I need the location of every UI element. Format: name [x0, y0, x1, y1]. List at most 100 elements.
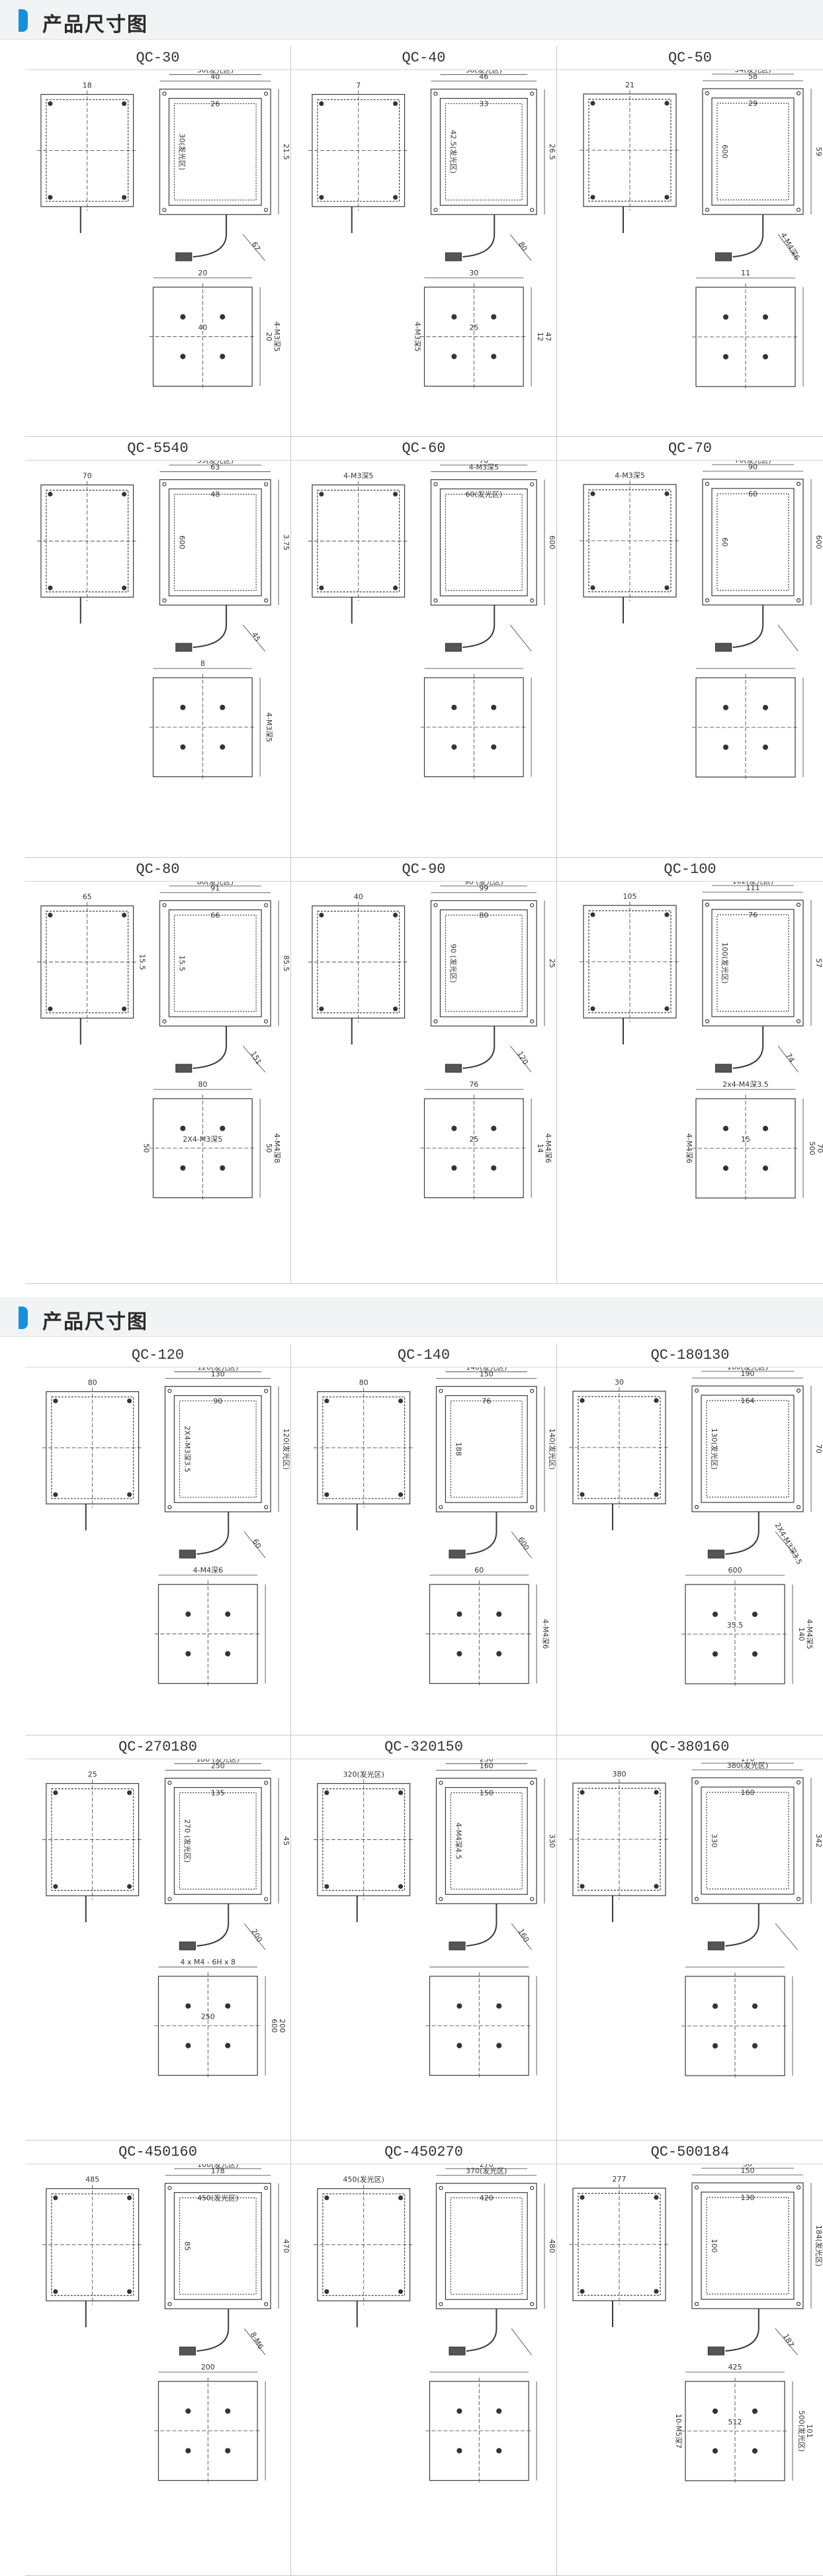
technical-drawing-svg: 380(发光区)170160380342330	[569, 1759, 823, 2080]
dimension-label: 450(发光区)	[197, 2193, 238, 2203]
dimension-label: 190	[741, 1369, 755, 1378]
dimension-label: 140	[797, 1628, 806, 1641]
model-cell: QC-50018415050130277184(发光区)100212187425…	[557, 2140, 823, 2576]
dimension-label: 70(发光区)	[734, 461, 771, 465]
dimension-label: 80	[198, 1080, 207, 1089]
model-name: QC-320150	[291, 1735, 556, 1759]
dimension-label: 120(发光区)	[282, 1428, 290, 1469]
accent-marker-icon	[19, 9, 28, 32]
dimension-grid: QC-304030(发光区)261821.530(发光区)40672020404…	[25, 46, 823, 1284]
dimension-label: 470	[282, 2239, 290, 2253]
dimension-label: 42.5(发光区)	[449, 130, 458, 173]
dimension-label: 500(发光区)	[797, 2411, 806, 2452]
dimension-drawing: 9180(发光区)666585.515.56015180502X4-M3深54-…	[25, 882, 290, 1284]
dimension-drawing: 4638(发光区)33726.542.5(发光区)3380301225474-M…	[291, 70, 556, 437]
dimension-label: 4-M3深5	[615, 471, 644, 480]
model-name: QC-450270	[291, 2140, 556, 2164]
dimension-label: 101	[805, 2424, 814, 2438]
dimension-label: 4 x M4 - 6H x 8	[181, 1958, 236, 1966]
section-header: 产品尺寸图	[0, 0, 823, 40]
dimension-label: 50	[743, 2164, 752, 2168]
dimension-label: 120(发光区)	[197, 1367, 238, 1372]
dimension-drawing: 190180(发光区)1643070130(发光区)1002X4-M3深3.56…	[557, 1367, 823, 1735]
dimension-label: 380(发光区)	[727, 1761, 769, 1770]
model-name: QC-40	[291, 46, 556, 70]
dimension-label: 26	[210, 100, 220, 109]
dimension-label: 25	[469, 324, 478, 332]
dimension-label: 85.5	[282, 955, 290, 971]
dimension-label: 150	[480, 1370, 494, 1379]
dimension-label: 4-M3深5	[413, 322, 422, 351]
dimension-label: 180 (发光区)	[196, 1759, 239, 1764]
dimension-label: 500	[808, 1142, 816, 1156]
dimension-label: 480	[548, 2239, 556, 2253]
model-cell: QC-140150140(发光区)7680140(发光区)1882X4-M4深3…	[291, 1344, 557, 1735]
model-cell: QC-100111102(发光区)7610557100(发光区)76742x4-…	[557, 858, 823, 1284]
dimension-label: 57	[814, 958, 823, 968]
dimension-label: 2X4-M3深3.5	[183, 1426, 191, 1472]
dimension-label: 54(发光区)	[734, 70, 771, 74]
dimension-label: 250	[201, 2013, 215, 2021]
model-cell: QC-450160178160(发光区)450(发光区)485470851208…	[25, 2140, 291, 2576]
model-name: QC-70	[557, 437, 823, 461]
dimension-label: 63	[210, 463, 220, 472]
dimension-label: 600	[177, 535, 186, 549]
dimension-label: 60	[251, 1538, 263, 1550]
dimension-label: 120	[515, 1050, 530, 1066]
dimension-label: 102(发光区)	[732, 882, 774, 886]
technical-drawing-svg: 130120(发光区)9080120(发光区)2X4-M3深3.5600604-…	[42, 1367, 290, 1688]
dimension-label: 100	[710, 2239, 718, 2253]
dimension-label: 10-M5深7	[674, 2414, 683, 2448]
dimension-label: 47	[544, 332, 552, 342]
dimension-label: 8	[200, 659, 205, 668]
technical-drawing-svg: 15050130277184(发光区)100212187425500(发光区)5…	[569, 2164, 823, 2485]
dimension-label: 370(发光区)	[466, 2166, 507, 2176]
dimension-label: 4-M4深6	[779, 231, 801, 261]
dimension-label: 160(发光区)	[197, 2164, 238, 2169]
dimension-label: 20	[198, 269, 207, 277]
dimension-label: 200	[278, 2019, 286, 2033]
dimension-label: 420	[480, 2194, 494, 2203]
dimension-label: 67	[250, 240, 262, 253]
dimension-label: 600	[548, 535, 556, 549]
dimension-label: 65	[83, 893, 92, 901]
model-cell: QC-180130190180(发光区)1643070130(发光区)1002X…	[557, 1344, 823, 1735]
model-name: QC-140	[291, 1344, 556, 1367]
dimension-label: 2X4-M3深3.5	[773, 1521, 804, 1566]
dimension-label: 35.5	[727, 1621, 744, 1630]
dimension-label: 600	[814, 535, 823, 549]
dimension-label: 66	[210, 911, 220, 920]
dimension-label: 2x4-M4深3.5	[722, 1080, 768, 1089]
dimension-label: 46	[479, 73, 488, 81]
dimension-label: 425	[728, 2363, 742, 2371]
dimension-label: 250	[211, 1762, 225, 1771]
dimension-label: 60	[720, 537, 729, 547]
dimension-label: 80	[359, 1379, 368, 1387]
dimension-label: 3.75	[282, 534, 290, 550]
technical-drawing-svg: 150140(发光区)7680140(发光区)1882X4-M4深3600604…	[313, 1367, 556, 1688]
dimension-label: 12	[536, 332, 544, 342]
model-name: QC-100	[557, 858, 823, 882]
dimension-label: 4-M3深5	[265, 712, 273, 742]
model-name: QC-90	[291, 858, 556, 882]
dimension-label: 80	[517, 240, 529, 253]
dimension-label: 30	[615, 1378, 624, 1387]
dimension-label: 99	[479, 884, 488, 893]
technical-drawing-svg: 111102(发光区)7610557100(发光区)76742x4-M4深3.5…	[580, 882, 823, 1202]
dimension-label: 160	[516, 1927, 531, 1944]
dimension-label: 80(发光区)	[197, 882, 234, 886]
dimension-label: 380	[613, 1770, 627, 1778]
